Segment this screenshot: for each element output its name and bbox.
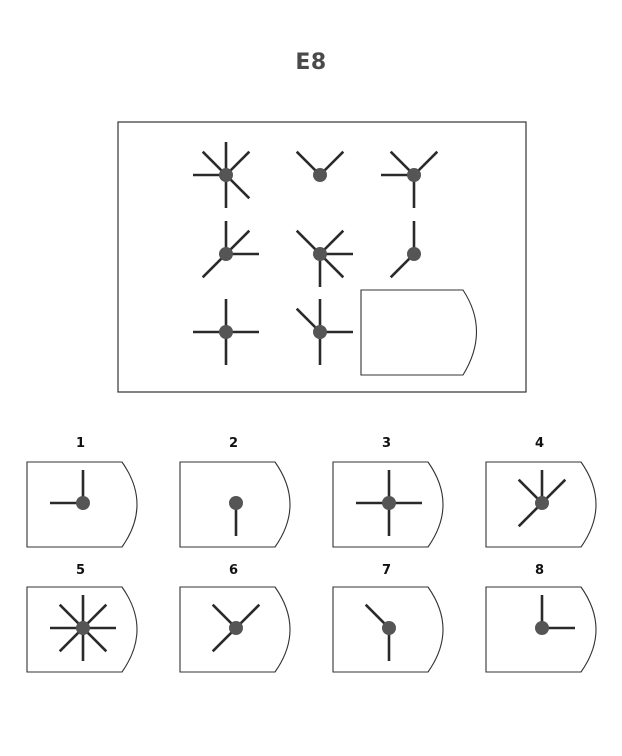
matrix-cell-r2c1-figure: [201, 221, 259, 279]
option-number: 4: [535, 436, 544, 451]
center-dot: [535, 621, 549, 635]
matrix-cell-r3c1-figure: [193, 299, 259, 365]
option-6-figure: [211, 603, 261, 653]
option-3[interactable]: 3: [332, 436, 444, 548]
option-8-figure: [535, 595, 575, 635]
option-2-figure: [229, 496, 243, 536]
option-1-figure: [50, 470, 90, 510]
option-7-figure: [364, 603, 396, 661]
option-number: 2: [229, 436, 238, 451]
center-dot: [219, 325, 233, 339]
missing-answer-slot: [360, 289, 478, 376]
center-dot: [76, 621, 90, 635]
center-dot: [313, 247, 327, 261]
option-1[interactable]: 1: [26, 436, 138, 548]
option-3-figure: [356, 470, 422, 536]
option-number: 6: [229, 563, 238, 578]
center-dot: [535, 496, 549, 510]
matrix-cell-r1c1-figure: [193, 142, 251, 208]
option-5[interactable]: 5: [26, 563, 138, 673]
matrix-cell-r1c2-figure: [295, 150, 345, 182]
matrix-grid: [193, 142, 478, 376]
option-4[interactable]: 4: [485, 436, 597, 548]
matrix-cell-r2c2-figure: [295, 229, 353, 287]
center-dot: [229, 496, 243, 510]
center-dot: [382, 621, 396, 635]
center-dot: [313, 325, 327, 339]
option-number: 8: [535, 563, 544, 578]
center-dot: [76, 496, 90, 510]
option-number: 3: [382, 436, 391, 451]
matrix-cell-r2c3-figure: [389, 221, 421, 279]
center-dot: [407, 247, 421, 261]
option-4-figure: [517, 470, 567, 528]
option-2[interactable]: 2: [179, 436, 291, 548]
center-dot: [219, 168, 233, 182]
option-number: 7: [382, 563, 391, 578]
center-dot: [382, 496, 396, 510]
puzzle-title: E8: [295, 50, 327, 75]
matrix-cell-r1c3-figure: [381, 150, 439, 208]
option-7[interactable]: 7: [332, 563, 444, 673]
center-dot: [407, 168, 421, 182]
answer-options: 1 2 3 4 5 6 7 8: [26, 436, 597, 673]
option-number: 5: [76, 563, 85, 578]
center-dot: [229, 621, 243, 635]
matrix-cell-r3c2-figure: [295, 299, 353, 365]
matrix-frame: [117, 121, 527, 393]
center-dot: [313, 168, 327, 182]
center-dot: [219, 247, 233, 261]
option-5-figure: [50, 595, 116, 661]
option-number: 1: [76, 436, 85, 451]
option-8[interactable]: 8: [485, 563, 597, 673]
option-6[interactable]: 6: [179, 563, 291, 673]
